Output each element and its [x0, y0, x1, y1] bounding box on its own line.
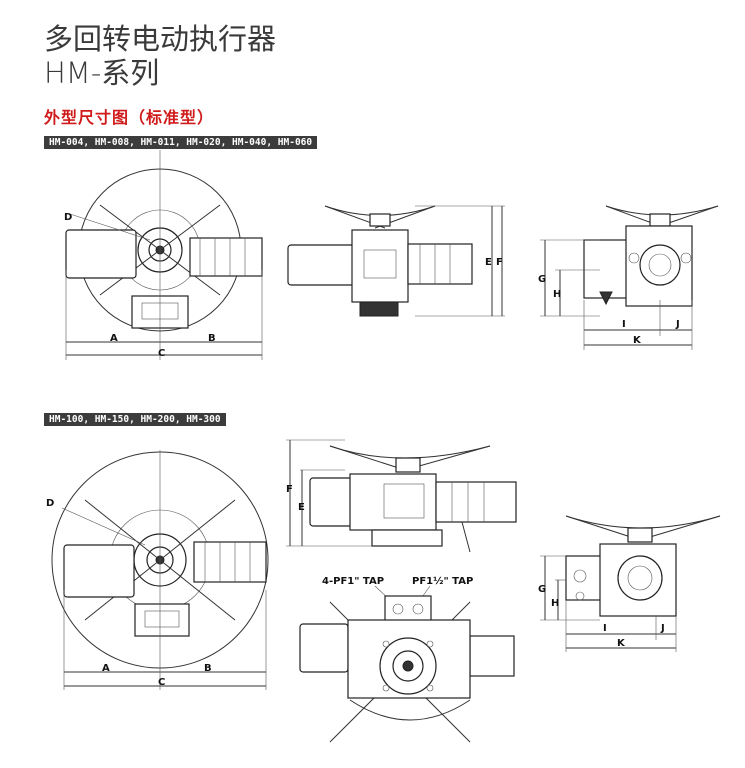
dim-label-b: B	[208, 333, 216, 344]
top-view-large: A B C D	[46, 450, 269, 690]
tap-label-right: PF1½" TAP	[412, 576, 473, 587]
dim-label-h-large: H	[551, 598, 559, 609]
dim-label-k: K	[633, 335, 642, 346]
dim-label-c: C	[158, 348, 165, 359]
page-title-line2: HM-系列	[44, 56, 160, 90]
dim-label-j: J	[675, 319, 680, 330]
dim-label-d: D	[64, 212, 72, 223]
dim-label-g: G	[538, 274, 546, 285]
dim-label-b-large: B	[204, 663, 212, 674]
dim-label-f: F	[496, 257, 503, 268]
tap-label-left: 4-PF1" TAP	[322, 576, 384, 587]
end-view-large: G H I J K	[538, 515, 721, 652]
model-bar-small: HM-004, HM-008, HM-011, HM-020, HM-040, …	[44, 136, 318, 149]
top-view-small: A B C D	[64, 150, 263, 360]
model-bar-large: HM-100, HM-150, HM-200, HM-300	[44, 413, 226, 426]
side-view-large: F E	[286, 439, 517, 553]
dim-label-g-large: G	[538, 584, 546, 595]
dim-label-d-large: D	[46, 498, 54, 509]
dim-label-a: A	[110, 333, 118, 344]
dim-label-k-large: K	[617, 638, 626, 649]
side-view-small: E F	[287, 205, 505, 317]
dim-label-e-large: E	[298, 502, 305, 513]
dim-label-h: H	[553, 289, 561, 300]
section-subtitle: 外型尺寸图（标准型）	[44, 108, 215, 127]
end-view-small: G H I J K	[538, 205, 719, 350]
dim-label-i-large: I	[603, 623, 607, 634]
dim-label-a-large: A	[102, 663, 110, 674]
page-title-line1: 多回转电动执行器	[44, 22, 277, 56]
dim-label-j-large: J	[660, 623, 665, 634]
dim-label-e: E	[485, 257, 492, 268]
dim-label-c-large: C	[158, 677, 165, 688]
front-view-large: 4-PF1" TAP PF1½" TAP	[299, 576, 515, 743]
dim-label-f-large: F	[286, 484, 293, 495]
dim-label-i: I	[622, 319, 626, 330]
